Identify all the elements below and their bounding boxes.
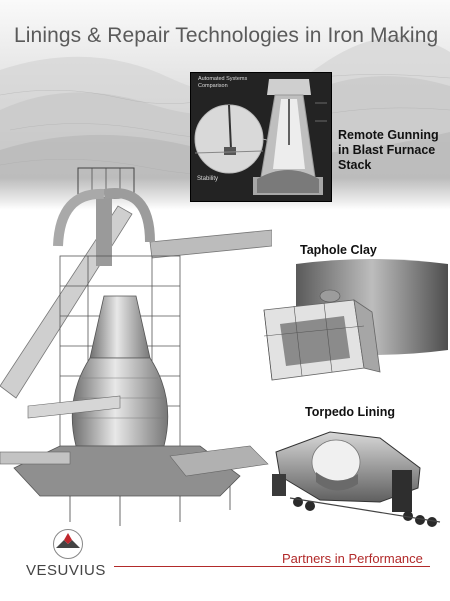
taphole-clay-caption: Taphole Clay	[300, 243, 377, 257]
page-title: Linings & Repair Technologies in Iron Ma…	[14, 24, 439, 47]
vesuvius-logo-icon	[53, 529, 83, 559]
inset-caption: Automated Systems Comparison	[198, 76, 248, 89]
tagline: Partners in Performance	[282, 551, 423, 566]
taphole-clay-illustration	[263, 259, 448, 381]
footer-divider	[114, 566, 430, 567]
furnace-stack-diagram	[191, 73, 331, 201]
brand-wordmark: VESUVIUS	[26, 562, 106, 579]
torpedo-lining-caption: Torpedo Lining	[305, 405, 396, 419]
remote-gunning-caption: Remote Gunning in Blast Furnace Stack	[338, 128, 439, 172]
inset-stability-label: Stability	[197, 176, 219, 182]
torpedo-car-illustration	[272, 431, 441, 527]
blast-furnace-illustration	[0, 167, 272, 526]
remote-gunning-inset-image: Automated Systems Comparison Stability	[190, 72, 332, 202]
